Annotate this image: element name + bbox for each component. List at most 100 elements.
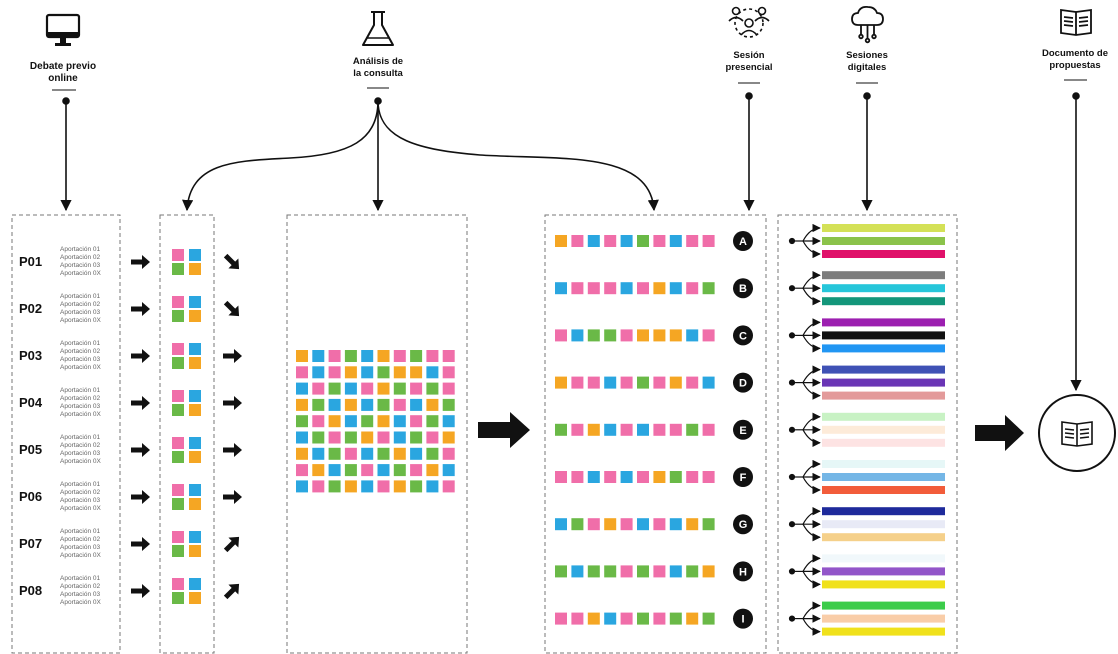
session-square [604, 329, 617, 342]
session-square [686, 471, 699, 483]
contribution-square [189, 343, 201, 355]
grid-square [442, 366, 455, 379]
grid-square [312, 382, 325, 395]
grid-square [377, 447, 390, 460]
aportacion-item: Aportación 0X [60, 270, 101, 277]
aportacion-item: Aportación 0X [60, 599, 101, 606]
grid-square [393, 398, 406, 411]
grid-square [426, 398, 439, 411]
session-square [637, 612, 649, 625]
grid-square [312, 464, 325, 477]
arrow-right-icon [131, 396, 150, 410]
session-square [669, 518, 682, 531]
branch-fan [788, 223, 821, 259]
session-square [587, 376, 600, 389]
grid-square [410, 350, 423, 362]
grid-square [410, 366, 423, 379]
grid-square [344, 431, 357, 444]
branch-fan [788, 507, 821, 542]
digital-session-bar [822, 520, 945, 529]
session-square [669, 329, 682, 342]
grid-square [328, 431, 341, 444]
grid-square [296, 366, 308, 379]
grid-square [344, 398, 357, 411]
contribution-square [189, 357, 201, 369]
grid-square [377, 480, 390, 493]
session-square [587, 612, 600, 625]
session-square [637, 423, 649, 436]
contribution-square [172, 249, 184, 261]
label-underlines [52, 79, 1087, 91]
session-square [555, 518, 567, 531]
grid-square [377, 431, 390, 444]
digital-session-bar [822, 391, 945, 400]
aportacion-item: Aportación 0X [60, 505, 101, 512]
digital-box [777, 214, 958, 654]
proposal-id: P03 [19, 348, 42, 363]
aportacion-item: Aportación 0X [60, 552, 101, 559]
contribution-square [172, 263, 184, 275]
session-row: F [555, 459, 945, 495]
digital-session-bar [822, 627, 945, 636]
session-badge [733, 514, 753, 535]
grid-square [393, 366, 406, 379]
grid-square [312, 366, 325, 379]
digital-session-bar [822, 601, 945, 610]
grid-square [393, 480, 406, 493]
session-square [637, 471, 649, 483]
session-letter: D [739, 378, 747, 390]
session-square [555, 282, 567, 295]
session-square [620, 471, 633, 483]
digital-session-bar [822, 297, 945, 306]
session-square [604, 565, 617, 578]
session-square [637, 376, 649, 389]
grid-square [312, 447, 325, 460]
digital-session-bar [822, 460, 945, 468]
session-letter: E [739, 425, 746, 437]
grid-square [312, 350, 325, 362]
arrow-right-icon [131, 302, 150, 316]
stage-connectors [60, 92, 1082, 392]
flask-icon [362, 11, 394, 46]
grid-square [410, 382, 423, 395]
grid-square [410, 431, 423, 444]
session-square [604, 612, 617, 625]
contribution-square [172, 592, 184, 604]
contribution-square [172, 531, 184, 543]
grid-square [296, 398, 308, 411]
session-badge [733, 561, 753, 582]
session-square [620, 518, 633, 531]
contribution-square [172, 437, 184, 449]
digital-session-bar [822, 554, 945, 563]
session-badge [733, 372, 753, 393]
contribution-square [172, 343, 184, 355]
session-square [686, 518, 699, 531]
digital-session-bar [822, 378, 945, 387]
branch-fan [788, 271, 821, 306]
session-letter: H [739, 566, 747, 578]
contribution-square [189, 249, 201, 261]
grid-square [393, 447, 406, 460]
session-badge [733, 278, 753, 299]
contribution-square [172, 545, 184, 557]
grid-square [328, 350, 341, 362]
session-square [604, 376, 617, 389]
session-badge [733, 325, 753, 346]
contribution-square [189, 531, 201, 543]
cloud-network-icon [851, 5, 884, 44]
session-square [604, 423, 617, 436]
session-square [637, 235, 649, 247]
session-badge [733, 419, 753, 440]
session-square [604, 282, 617, 295]
big-arrow-to-presencial [478, 412, 530, 448]
session-square [702, 518, 715, 531]
aportacion-item: Aportación 02 [60, 395, 100, 402]
document-node [1038, 394, 1116, 472]
proposal-id: P06 [19, 489, 42, 504]
session-square [702, 235, 715, 247]
